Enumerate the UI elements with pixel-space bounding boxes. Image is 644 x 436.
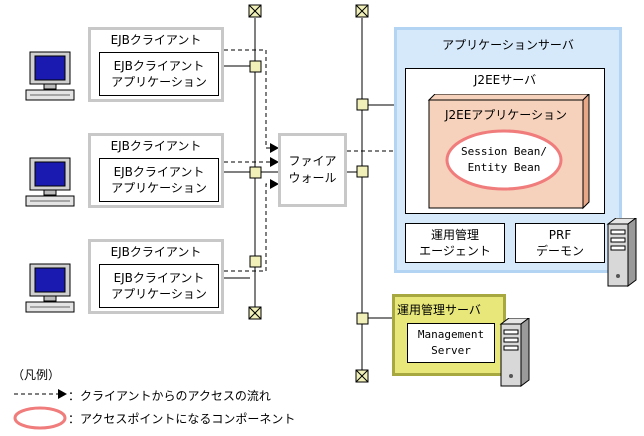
firewall-label-line2: ウォール bbox=[288, 171, 337, 185]
ejb-client-app-line1: EJBクライアント bbox=[113, 271, 205, 285]
mgmt-agent-box: 運用管理 エージェント bbox=[405, 223, 505, 263]
j2ee-application-title: J2EEアプリケーション bbox=[444, 108, 568, 122]
mgmt-server-box: 運用管理サーバ Management Server bbox=[392, 294, 506, 376]
ejb-client-box-1: EJBクライアント EJBクライアント アプリケーション bbox=[88, 27, 224, 102]
mgmt-server-title: 運用管理サーバ bbox=[397, 303, 481, 317]
session-entity-bean: Session Bean/ Entity Bean bbox=[445, 140, 563, 180]
management-server-inner-box: Management Server bbox=[407, 323, 495, 363]
ejb-client-app-line1: EJBクライアント bbox=[113, 59, 205, 73]
bean-label-line1: Session Bean/ bbox=[460, 145, 548, 158]
access-point-ellipse bbox=[445, 129, 563, 191]
client-computer-icon-1 bbox=[25, 51, 75, 101]
ejb-client-app-line1: EJBクライアント bbox=[113, 165, 205, 179]
firewall-box: ファイア ウォール bbox=[278, 133, 347, 207]
bean-label-line2: Entity Bean bbox=[467, 161, 541, 174]
ejb-client-app-box: EJBクライアント アプリケーション bbox=[99, 264, 219, 308]
ejb-client-app-line2: アプリケーション bbox=[111, 287, 207, 301]
server-tower-icon bbox=[606, 218, 637, 287]
ejb-client-app-line2: アプリケーション bbox=[111, 75, 207, 89]
ejb-client-app-box: EJBクライアント アプリケーション bbox=[99, 52, 219, 96]
mgmt-agent-line1: 運用管理 bbox=[430, 228, 479, 242]
legend-ellipse-icon bbox=[13, 406, 67, 430]
ejb-client-box-2: EJBクライアント EJBクライアント アプリケーション bbox=[88, 133, 224, 208]
prf-daemon-line1: PRF bbox=[548, 228, 572, 242]
management-server-line2: Server bbox=[431, 344, 471, 357]
management-server-line1: Management bbox=[417, 328, 485, 341]
prf-daemon-line2: デーモン bbox=[535, 244, 584, 258]
client-computer-icon-3 bbox=[25, 263, 75, 313]
ejb-client-title: EJBクライアント bbox=[110, 245, 202, 259]
legend-arrow-label: ：クライアントからのアクセスの流れ bbox=[68, 389, 271, 403]
prf-daemon-box: PRF デーモン bbox=[515, 223, 605, 263]
ejb-client-title: EJBクライアント bbox=[110, 33, 202, 47]
legend-dashed-arrow-icon bbox=[14, 389, 67, 399]
mgmt-server-tower-icon bbox=[499, 318, 530, 387]
application-server-title: アプリケーションサーバ bbox=[442, 38, 574, 52]
mgmt-agent-line2: エージェント bbox=[419, 244, 491, 258]
ejb-client-box-3: EJBクライアント EJBクライアント アプリケーション bbox=[88, 239, 224, 314]
application-server-box: アプリケーションサーバ J2EEサーバ J2EEアプリケーション Session… bbox=[394, 27, 622, 273]
legend-ellipse-label: ：アクセスポイントになるコンポーネント bbox=[68, 412, 296, 426]
ejb-client-title: EJBクライアント bbox=[110, 139, 202, 153]
legend-heading: （凡例） bbox=[12, 368, 61, 382]
ejb-client-app-line2: アプリケーション bbox=[111, 181, 207, 195]
client-computer-icon-2 bbox=[25, 157, 75, 207]
ejb-client-app-box: EJBクライアント アプリケーション bbox=[99, 158, 219, 202]
j2ee-server-title: J2EEサーバ bbox=[473, 73, 537, 87]
firewall-label-line1: ファイア bbox=[288, 154, 337, 168]
